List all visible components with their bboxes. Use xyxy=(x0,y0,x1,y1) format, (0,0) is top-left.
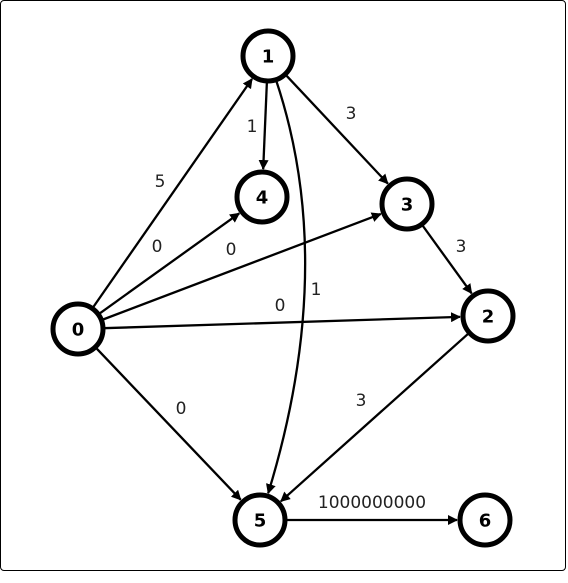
node-circle-4 xyxy=(234,169,290,225)
nodes-layer: 0 1 2 3 4 5 6 xyxy=(50,28,516,548)
node-4: 4 xyxy=(234,169,290,225)
node-circle-3 xyxy=(379,176,435,232)
node-6: 6 xyxy=(457,492,513,548)
edge-0-1 xyxy=(91,78,253,310)
node-circle-1 xyxy=(240,28,296,84)
edge-weight-5-6: 1000000000 xyxy=(318,493,426,513)
node-circle-5 xyxy=(232,492,288,548)
edge-weight-0-4: 0 xyxy=(152,237,163,257)
node-circle-0 xyxy=(50,301,106,357)
node-3: 3 xyxy=(379,176,435,232)
edge-weight-0-3: 0 xyxy=(226,240,237,260)
node-label-4: 4 xyxy=(256,188,269,209)
edge-0-5 xyxy=(94,346,242,501)
node-label-2: 2 xyxy=(482,307,495,328)
edge-weight-0-5: 0 xyxy=(176,399,187,419)
edge-1-5 xyxy=(266,79,307,495)
edge-weight-0-2: 0 xyxy=(275,296,286,316)
node-5: 5 xyxy=(232,492,288,548)
node-2: 2 xyxy=(460,288,516,344)
node-label-0: 0 xyxy=(72,320,85,341)
edge-weight-3-2: 3 xyxy=(456,237,467,257)
edge-weight-1-4: 1 xyxy=(247,117,258,137)
edge-1-3 xyxy=(284,73,389,185)
node-circle-2 xyxy=(460,288,516,344)
edge-weight-0-1: 5 xyxy=(155,172,166,192)
edge-0-3 xyxy=(100,212,382,322)
edge-0-4 xyxy=(97,212,241,316)
node-label-1: 1 xyxy=(262,47,275,68)
edge-weight-2-5: 3 xyxy=(356,391,367,411)
edge-weight-1-3: 3 xyxy=(346,104,357,124)
edge-weight-1-5: 1 xyxy=(311,280,322,300)
edge-0-2 xyxy=(102,312,462,330)
node-label-3: 3 xyxy=(401,195,414,216)
edges-layer: 5 0 0 0 0 1 3 1 3 3 1000000000 xyxy=(91,73,473,525)
node-label-6: 6 xyxy=(479,511,492,532)
node-0: 0 xyxy=(50,301,106,357)
node-label-5: 5 xyxy=(254,511,267,532)
edge-3-2 xyxy=(420,223,473,295)
edge-2-5 xyxy=(280,331,471,503)
edge-1-4 xyxy=(258,80,269,171)
node-1: 1 xyxy=(240,28,296,84)
node-circle-6 xyxy=(457,492,513,548)
